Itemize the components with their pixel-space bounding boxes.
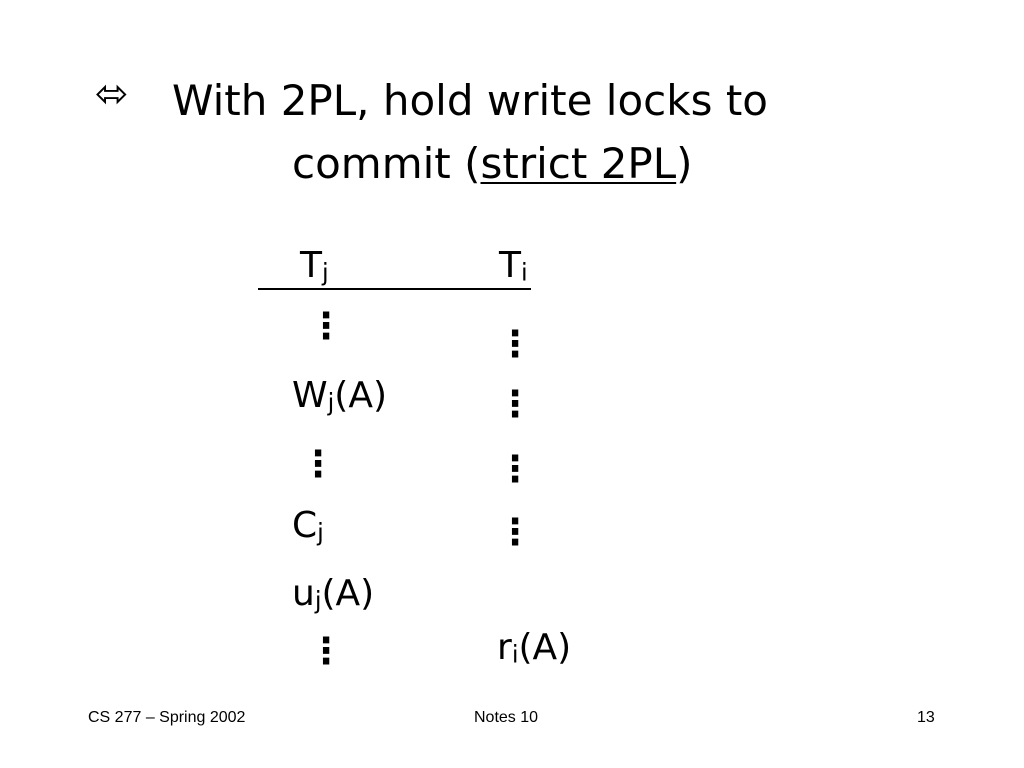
ellipsis-j-3: ⋮ [308,631,344,672]
footer-page-number: 13 [917,709,935,726]
ellipsis-i-1: ⋮ [497,324,533,365]
slide-title-line-2: commit (strict 2PL) [292,143,693,185]
ellipsis-i-3: ⋮ [497,449,533,490]
title-underlined-term: strict 2PL [480,139,677,188]
op-commit-j: Cj [292,505,324,547]
header-tj: Tj [300,245,329,287]
header-ti: Ti [499,245,528,287]
header-rule [258,288,531,290]
ellipsis-j-1: ⋮ [308,306,344,347]
slide-title-line-1: With 2PL, hold write locks to [172,76,768,125]
op-unlock-j: uj(A) [292,573,375,615]
op-read-i: ri(A) [497,627,572,669]
title-text-before: commit ( [292,139,481,188]
title-text-after: ) [676,139,693,188]
ellipsis-j-2: ⋮ [300,444,336,485]
footer-course: CS 277 – Spring 2002 [88,709,246,726]
footer-notes: Notes 10 [474,709,539,726]
title-bullet-icon: ⬄ [95,71,129,117]
ellipsis-i-4: ⋮ [497,512,533,553]
ellipsis-i-2: ⋮ [497,384,533,425]
op-write-j: Wj(A) [292,375,387,417]
